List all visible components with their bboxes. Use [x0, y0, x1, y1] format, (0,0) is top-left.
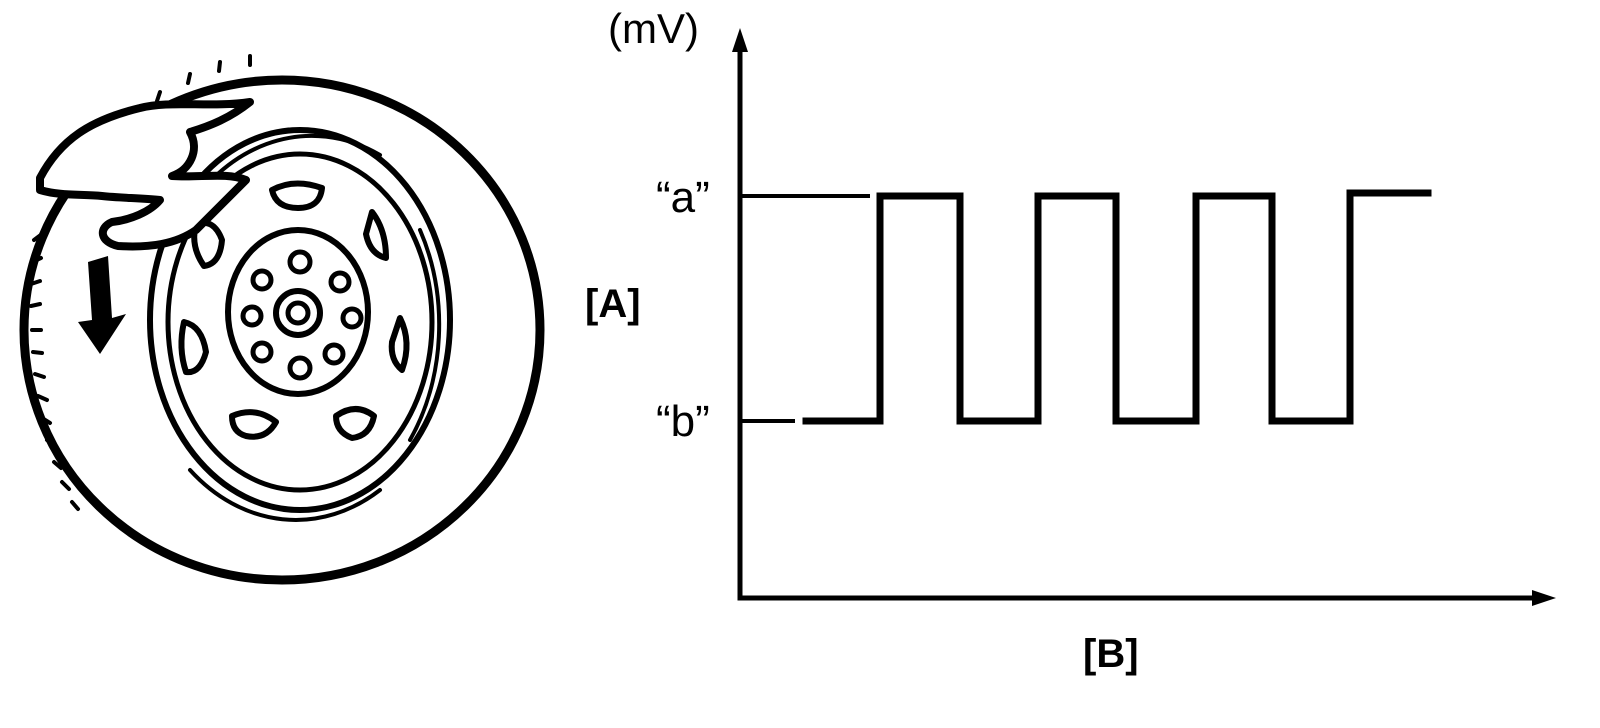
- wheel-illustration: [19, 54, 545, 585]
- rim: [165, 151, 435, 493]
- y-axis-unit-label: (mV): [608, 5, 699, 52]
- rim-slots: [178, 180, 410, 441]
- x-axis-label: [B]: [1083, 632, 1139, 676]
- y-axis-label: [A]: [585, 282, 641, 326]
- square-wave-signal: [802, 189, 1432, 425]
- lug-holes: [240, 249, 364, 381]
- level-a-label: “a”: [656, 173, 710, 222]
- level-b-label: “b”: [656, 397, 710, 446]
- sidewall: [147, 127, 453, 513]
- hub: [225, 227, 371, 397]
- tire-outer: [19, 75, 545, 585]
- hub-center-outer: [273, 288, 323, 338]
- signal-graph: [732, 28, 1556, 606]
- rotation-arrow-icon: [78, 256, 126, 354]
- x-axis-arrowhead: [1532, 590, 1556, 606]
- hand: [36, 98, 254, 251]
- hub-center-inner: [285, 300, 311, 326]
- y-axis-arrowhead: [732, 28, 748, 52]
